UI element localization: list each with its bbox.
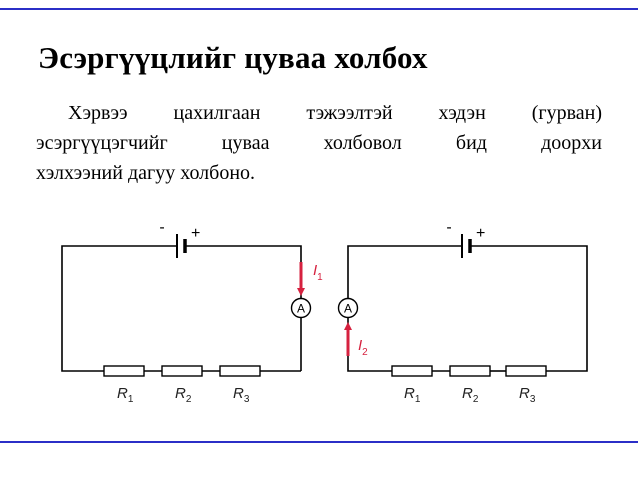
resistor-label-r3: R3 [233,385,250,405]
right-ammeter: A [337,297,359,319]
ammeter-label: A [297,302,305,316]
current-label-I2: I2 [358,337,368,358]
resistor-r3 [219,365,261,377]
right-circuit: - + A I2 R1 R2 R3 [337,219,588,405]
left-battery: - + [159,219,200,258]
resistor-r1 [391,365,433,377]
resistor-r2 [161,365,203,377]
intro-paragraph: Хэрвээ цахилгаан тэжээлтэй хэдэн (гурван… [36,98,602,188]
battery-minus-sign: - [159,219,164,236]
resistor-label-r2: R2 [175,385,192,405]
right-battery: - + [446,219,485,258]
left-circuit: - + A I1 R1 R2 R3 [61,219,323,405]
right-current-arrow: I2 [344,322,368,358]
right-wires [347,245,588,372]
top-divider [0,8,638,10]
battery-plus-sign: + [476,225,485,242]
current-label-I1: I1 [313,262,323,283]
bottom-divider [0,441,638,443]
left-current-arrow: I1 [297,262,323,296]
resistor-label-r1: R1 [404,385,421,405]
right-resistors [391,365,547,377]
resistor-label-r2: R2 [462,385,479,405]
left-wires [61,245,302,372]
left-resistor-labels: R1 R2 R3 [117,385,250,405]
slide-title: Эсэргүүцлийг цуваа холбох [38,40,428,75]
left-ammeter: A [290,297,312,319]
paragraph-line-3: хэлхээний дагуу холбоно. [36,162,256,184]
paragraph-line-2: эсэргүүцэгчийг цуваа холбовол бид доорхи [36,132,602,154]
battery-minus-sign: - [446,219,451,236]
resistor-label-r3: R3 [519,385,536,405]
resistor-r1 [103,365,145,377]
battery-plus-sign: + [191,225,200,242]
resistor-r2 [449,365,491,377]
right-resistor-labels: R1 R2 R3 [404,385,536,405]
left-resistors [103,365,261,377]
ammeter-label: A [344,302,352,316]
resistor-label-r1: R1 [117,385,134,405]
resistor-r3 [505,365,547,377]
paragraph-line-1: Хэрвээ цахилгаан тэжээлтэй хэдэн (гурван… [68,102,602,124]
